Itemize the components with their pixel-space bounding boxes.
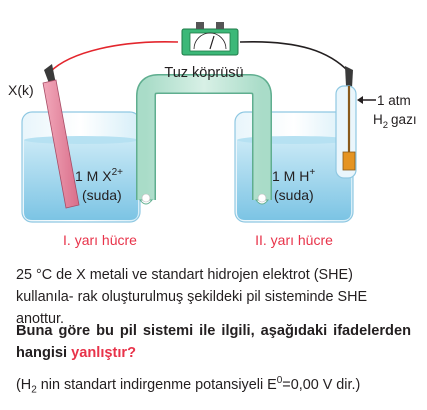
standard-potential-note: (H2 nin standart indirgenme potansiyeli … — [16, 375, 360, 396]
question-highlight: yanlıştır? — [71, 345, 137, 361]
gas-pressure-label: 1 atm — [377, 93, 411, 108]
question-main: Buna göre bu pil sistemi ile ilgili, aşa… — [16, 323, 411, 361]
problem-paragraph: 25 °C de X metali ve standart hidrojen e… — [16, 267, 368, 327]
right-clip-icon — [345, 66, 353, 88]
salt-bridge — [136, 74, 272, 205]
note-end: =0,00 V dir.) — [282, 376, 361, 393]
red-wire — [49, 40, 179, 73]
note-open: (H — [16, 376, 32, 393]
left-solution-state: (suda) — [82, 187, 122, 203]
salt-bridge-label: Tuz köprüsü — [164, 65, 243, 81]
right-cell-caption: II. yarı hücre — [255, 232, 333, 248]
left-cell-caption: I. yarı hücre — [63, 232, 137, 248]
left-solution-concentration: 1 M X2+ — [75, 167, 123, 184]
black-wire — [239, 40, 350, 73]
note-mid: nin standart indirgenme potansiyeli E — [36, 376, 277, 393]
voltmeter-icon — [181, 22, 239, 56]
note-superscript: 0 — [276, 375, 283, 386]
hydrogen-electrode — [335, 85, 357, 179]
right-solution-concentration: 1 M H+ — [272, 167, 315, 184]
electrode-left-label: X(k) — [8, 82, 34, 98]
note-subscript: 2 — [31, 384, 37, 396]
left-beaker — [21, 111, 141, 223]
question-text: Buna göre bu pil sistemi ile ilgili, aşa… — [16, 320, 411, 364]
right-solution-state: (suda) — [274, 187, 314, 203]
x-metal-electrode — [42, 79, 80, 209]
